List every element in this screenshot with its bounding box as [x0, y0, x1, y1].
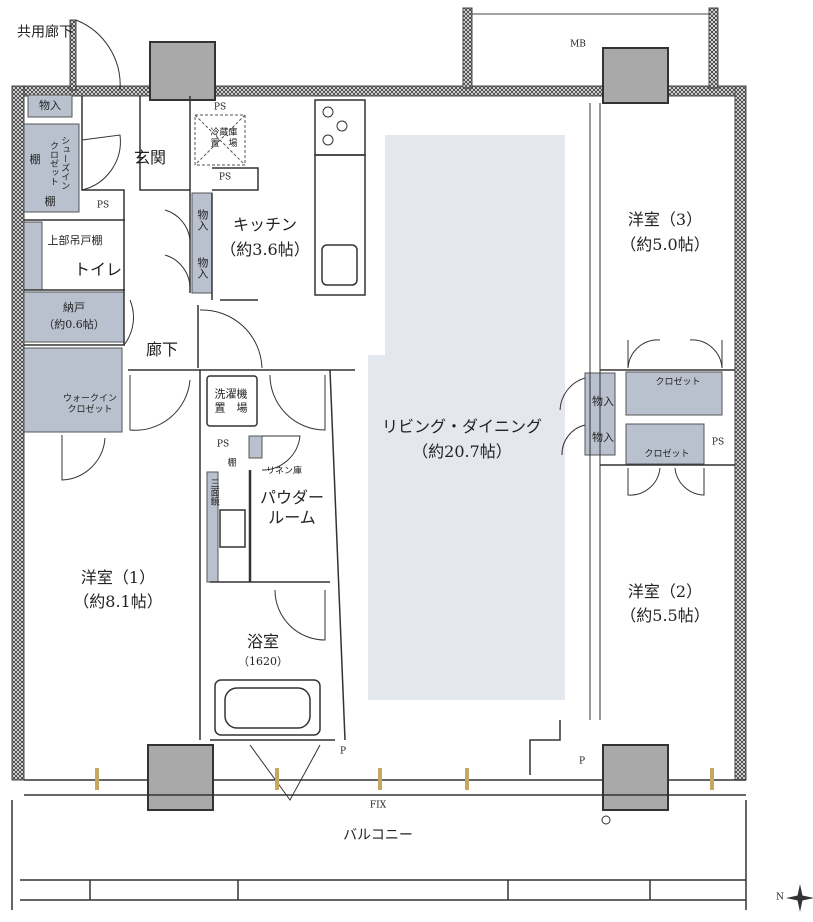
column: [602, 744, 669, 811]
linen-label: リネン庫: [265, 466, 303, 477]
closet-2: [625, 423, 705, 465]
western1-name: 洋室（1）: [80, 568, 156, 587]
corridor-label: 共用廊下: [17, 24, 73, 41]
mb-label: MB: [570, 39, 586, 50]
fix-label: FIX: [369, 800, 387, 811]
toilet-cabinet: [23, 221, 43, 291]
shoe-closet: [23, 123, 80, 213]
ps-label: PS: [218, 172, 232, 183]
living-area: [368, 135, 565, 700]
powder-room-label: パウダー ルーム: [259, 488, 325, 527]
wall-top-mb: [462, 7, 473, 89]
washer-label: 洗濯機 置 場: [214, 387, 248, 414]
balcony-label: バルコニー: [343, 827, 413, 844]
column: [602, 47, 669, 104]
closet-3: [625, 371, 723, 416]
western2-size: （約5.5帖）: [620, 606, 710, 625]
bath-name: 浴室: [246, 632, 280, 651]
storage-label: 物入: [592, 395, 614, 409]
storage-label: 物入: [592, 431, 614, 445]
closet-label: クロゼット: [644, 449, 690, 460]
walkin-closet: [23, 347, 123, 433]
living-size: （約20.7帖）: [412, 442, 512, 461]
toilet-shelf-label: 上部吊戸棚: [47, 234, 103, 248]
western3-size: （約5.0帖）: [620, 235, 710, 254]
ps-label: PS: [711, 437, 725, 448]
entrance-label: 玄関: [133, 148, 167, 167]
storeroom-size: （約0.6帖）: [43, 318, 105, 332]
closet-label: クロゼット: [655, 377, 701, 388]
compass-label: N: [776, 892, 784, 903]
bath-size: （1620）: [238, 655, 288, 669]
shelf-label: 棚: [227, 458, 237, 469]
stove-icon: [322, 106, 348, 146]
storage-label: 物入: [195, 257, 209, 279]
ps-label: PS: [96, 200, 110, 211]
fridge-space: [194, 114, 246, 166]
toilet-label: トイレ: [73, 260, 123, 279]
storeroom: [23, 291, 125, 343]
ps-label: PS: [213, 102, 227, 113]
fridge-label: 冷蔵庫 置 場: [210, 127, 238, 149]
shelf-label: 棚: [44, 195, 56, 209]
wall-left: [11, 85, 25, 781]
western1-size: （約8.1帖）: [73, 592, 163, 611]
wall-right: [734, 85, 747, 781]
compass-icon: [786, 884, 813, 912]
living-name: リビング・ダイニング: [381, 417, 543, 436]
wall-corridor: [69, 19, 77, 91]
storage-label: 物入: [195, 209, 209, 231]
storeroom-name: 納戸: [63, 301, 85, 315]
storage-entrance: [27, 94, 73, 118]
p-label: P: [339, 746, 347, 757]
western3-name: 洋室（3）: [627, 210, 703, 229]
kitchen-name: キッチン: [232, 215, 298, 234]
linen-cabinet: [248, 435, 263, 459]
column: [149, 41, 216, 101]
western2-name: 洋室（2）: [627, 582, 703, 601]
p-label: P: [578, 756, 586, 767]
column: [147, 744, 214, 811]
ps-label: PS: [216, 439, 230, 450]
kitchen-size: （約3.6帖）: [220, 240, 310, 259]
air-outlet-icon: [95, 768, 714, 790]
hallway-label: 廊下: [145, 340, 179, 359]
walkin-closet-label: ウォークイン クロゼット: [62, 393, 118, 415]
mirror-label: 三面鏡: [208, 478, 219, 506]
shelf-label: 棚: [29, 153, 41, 167]
storage-label: 物入: [39, 99, 61, 113]
wall-top-mb-right: [708, 7, 719, 89]
shoe-closet-label: シューズイン クロゼット: [48, 136, 70, 190]
